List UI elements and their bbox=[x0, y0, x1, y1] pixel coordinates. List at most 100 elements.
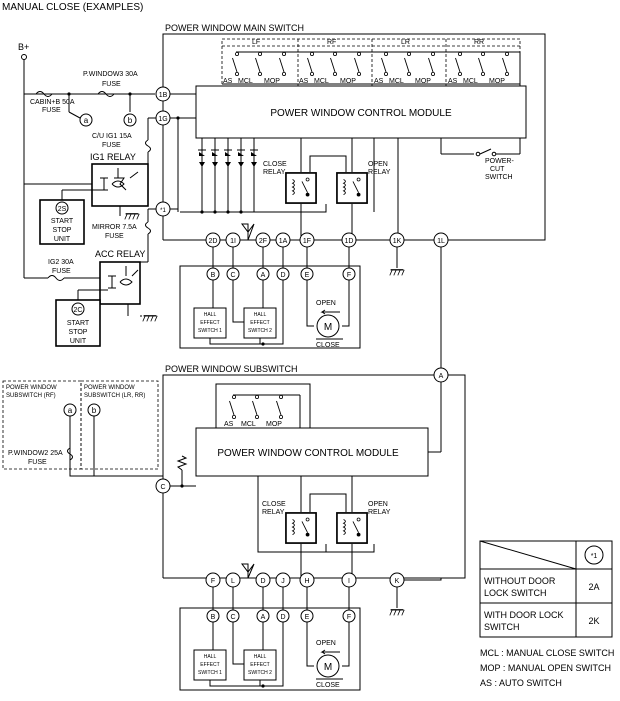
svg-text:a: a bbox=[68, 406, 73, 415]
sub-motor-close: CLOSE bbox=[316, 682, 340, 689]
svg-text:HALL: HALL bbox=[254, 654, 267, 660]
main-close-relay: CLOSE RELAY bbox=[263, 161, 317, 204]
svg-text:UNIT: UNIT bbox=[54, 236, 71, 243]
svg-text:RELAY: RELAY bbox=[263, 169, 286, 176]
svg-text:1G: 1G bbox=[158, 116, 167, 123]
svg-text:CABIN+B 50A: CABIN+B 50A bbox=[30, 99, 75, 106]
battery-label: B+ bbox=[18, 42, 29, 52]
svg-text:IG2 30A: IG2 30A bbox=[48, 259, 74, 266]
svg-text:FUSE: FUSE bbox=[42, 107, 61, 114]
svg-text:K: K bbox=[395, 578, 400, 585]
svg-text:B: B bbox=[211, 614, 216, 621]
svg-text:OPEN: OPEN bbox=[368, 161, 388, 168]
main-open-relay: OPEN RELAY bbox=[336, 161, 391, 204]
svg-text:EFFECT: EFFECT bbox=[250, 662, 269, 668]
svg-text:M: M bbox=[324, 322, 332, 333]
sub-open-relay: OPEN RELAY bbox=[336, 501, 391, 544]
svg-text:C: C bbox=[230, 614, 235, 621]
svg-text:D: D bbox=[280, 614, 285, 621]
svg-text:RELAY: RELAY bbox=[368, 509, 391, 516]
table-row-1-label: WITHOUT DOOR bbox=[484, 576, 556, 586]
main-switch-frame bbox=[162, 33, 546, 241]
svg-text:E: E bbox=[305, 614, 310, 621]
svg-text:SWITCH 2: SWITCH 2 bbox=[248, 328, 272, 334]
sub-bottom-connectors: F L D J H I K bbox=[205, 572, 405, 588]
main-hall-switch-2: HALL EFFECT SWITCH 2 bbox=[243, 307, 277, 339]
group-label-lr: LR bbox=[401, 39, 410, 46]
power-cut-switch: POWER- CUT SWITCH bbox=[440, 138, 521, 181]
svg-text:POWER WINDOW: POWER WINDOW bbox=[6, 385, 57, 391]
svg-text:1B: 1B bbox=[159, 92, 168, 99]
main-motor-close: CLOSE bbox=[316, 342, 340, 349]
sub-control-module-label: POWER WINDOW CONTROL MODULE bbox=[217, 448, 399, 459]
sub-hall-switch-1: HALL EFFECT SWITCH 1 bbox=[193, 649, 227, 681]
svg-text:RELAY: RELAY bbox=[368, 169, 391, 176]
fuse-pwindow3: P.WINDOW3 30A FUSE bbox=[83, 71, 138, 97]
svg-text:a: a bbox=[84, 116, 89, 125]
main-switch-title: POWER WINDOW MAIN SWITCH bbox=[165, 23, 304, 33]
svg-text:MCL: MCL bbox=[241, 421, 256, 428]
svg-text:MOP: MOP bbox=[340, 78, 356, 85]
svg-text:FUSE: FUSE bbox=[52, 268, 71, 275]
sub-close-relay: CLOSE RELAY bbox=[262, 501, 317, 544]
svg-text:J: J bbox=[281, 578, 285, 585]
svg-text:1F: 1F bbox=[303, 238, 311, 245]
svg-text:CUT: CUT bbox=[490, 166, 505, 173]
sub-motor-pins: B C A D E F bbox=[206, 609, 356, 623]
svg-text:MIRROR 7.5A: MIRROR 7.5A bbox=[92, 224, 137, 231]
svg-text:FUSE: FUSE bbox=[102, 142, 121, 149]
svg-text:A: A bbox=[261, 614, 266, 621]
svg-text:2C: 2C bbox=[74, 307, 83, 314]
svg-text:SWITCH 2: SWITCH 2 bbox=[248, 670, 272, 676]
main-motor-pins: B C A D E F bbox=[206, 267, 356, 281]
main-led-array bbox=[180, 138, 260, 214]
svg-text:D: D bbox=[280, 272, 285, 279]
start-stop-unit-2s: 2S START STOP UNIT bbox=[39, 199, 85, 245]
svg-text:M: M bbox=[324, 662, 332, 673]
svg-text:B: B bbox=[211, 272, 216, 279]
sub-motor-unit bbox=[179, 607, 361, 691]
ig1-relay bbox=[91, 163, 149, 207]
svg-text:HALL: HALL bbox=[204, 654, 217, 660]
svg-text:b: b bbox=[92, 406, 97, 415]
svg-text:AS: AS bbox=[374, 78, 384, 85]
legend-mop: MOP : MANUAL OPEN SWITCH bbox=[480, 663, 611, 673]
svg-text:FUSE: FUSE bbox=[102, 81, 121, 88]
sub-control-module bbox=[195, 427, 429, 477]
group-label-lf: LF bbox=[252, 39, 260, 46]
legend: MCL : MANUAL CLOSE SWITCH MOP : MANUAL O… bbox=[480, 648, 614, 688]
main-hall-switch-1: HALL EFFECT SWITCH 1 bbox=[193, 307, 227, 339]
svg-text:E: E bbox=[305, 272, 310, 279]
svg-text:SWITCH 1: SWITCH 1 bbox=[198, 670, 222, 676]
sub-motor bbox=[316, 654, 340, 678]
svg-text:LOCK SWITCH: LOCK SWITCH bbox=[484, 588, 547, 598]
sub-motor-open: OPEN bbox=[316, 640, 336, 647]
svg-text:FUSE: FUSE bbox=[28, 459, 47, 466]
svg-text:P.WINDOW2 25A: P.WINDOW2 25A bbox=[8, 450, 63, 457]
ig1-relay-label: IG1 RELAY bbox=[90, 152, 136, 162]
svg-text:AS: AS bbox=[299, 78, 309, 85]
connector-a-top bbox=[79, 113, 93, 127]
svg-text:SUBSWITCH (RF): SUBSWITCH (RF) bbox=[6, 393, 56, 399]
group-label-rf: RF bbox=[327, 39, 336, 46]
svg-text:b: b bbox=[128, 116, 133, 125]
subswitch-frame bbox=[162, 374, 466, 579]
svg-text:MOP: MOP bbox=[264, 78, 280, 85]
svg-text:POWER-: POWER- bbox=[485, 158, 514, 165]
main-switch-contacts bbox=[222, 51, 521, 86]
svg-text:CLOSE: CLOSE bbox=[262, 501, 286, 508]
svg-text:MOP: MOP bbox=[266, 421, 282, 428]
fuse-cabin-b: CABIN+B 50A FUSE bbox=[30, 91, 75, 114]
acc-relay bbox=[99, 261, 141, 305]
svg-text:2S: 2S bbox=[58, 206, 67, 213]
table-row-1-value: 2A bbox=[588, 582, 599, 592]
svg-text:D: D bbox=[260, 578, 265, 585]
svg-text:AS: AS bbox=[448, 78, 458, 85]
group-label-rr: RR bbox=[474, 39, 484, 46]
svg-text:F: F bbox=[347, 272, 351, 279]
svg-text:EFFECT: EFFECT bbox=[200, 320, 219, 326]
svg-text:1L: 1L bbox=[437, 238, 445, 245]
svg-text:SWITCH: SWITCH bbox=[484, 622, 520, 632]
fuse-pwindow2: P.WINDOW2 25A FUSE bbox=[8, 440, 73, 466]
svg-text:UNIT: UNIT bbox=[70, 338, 87, 345]
